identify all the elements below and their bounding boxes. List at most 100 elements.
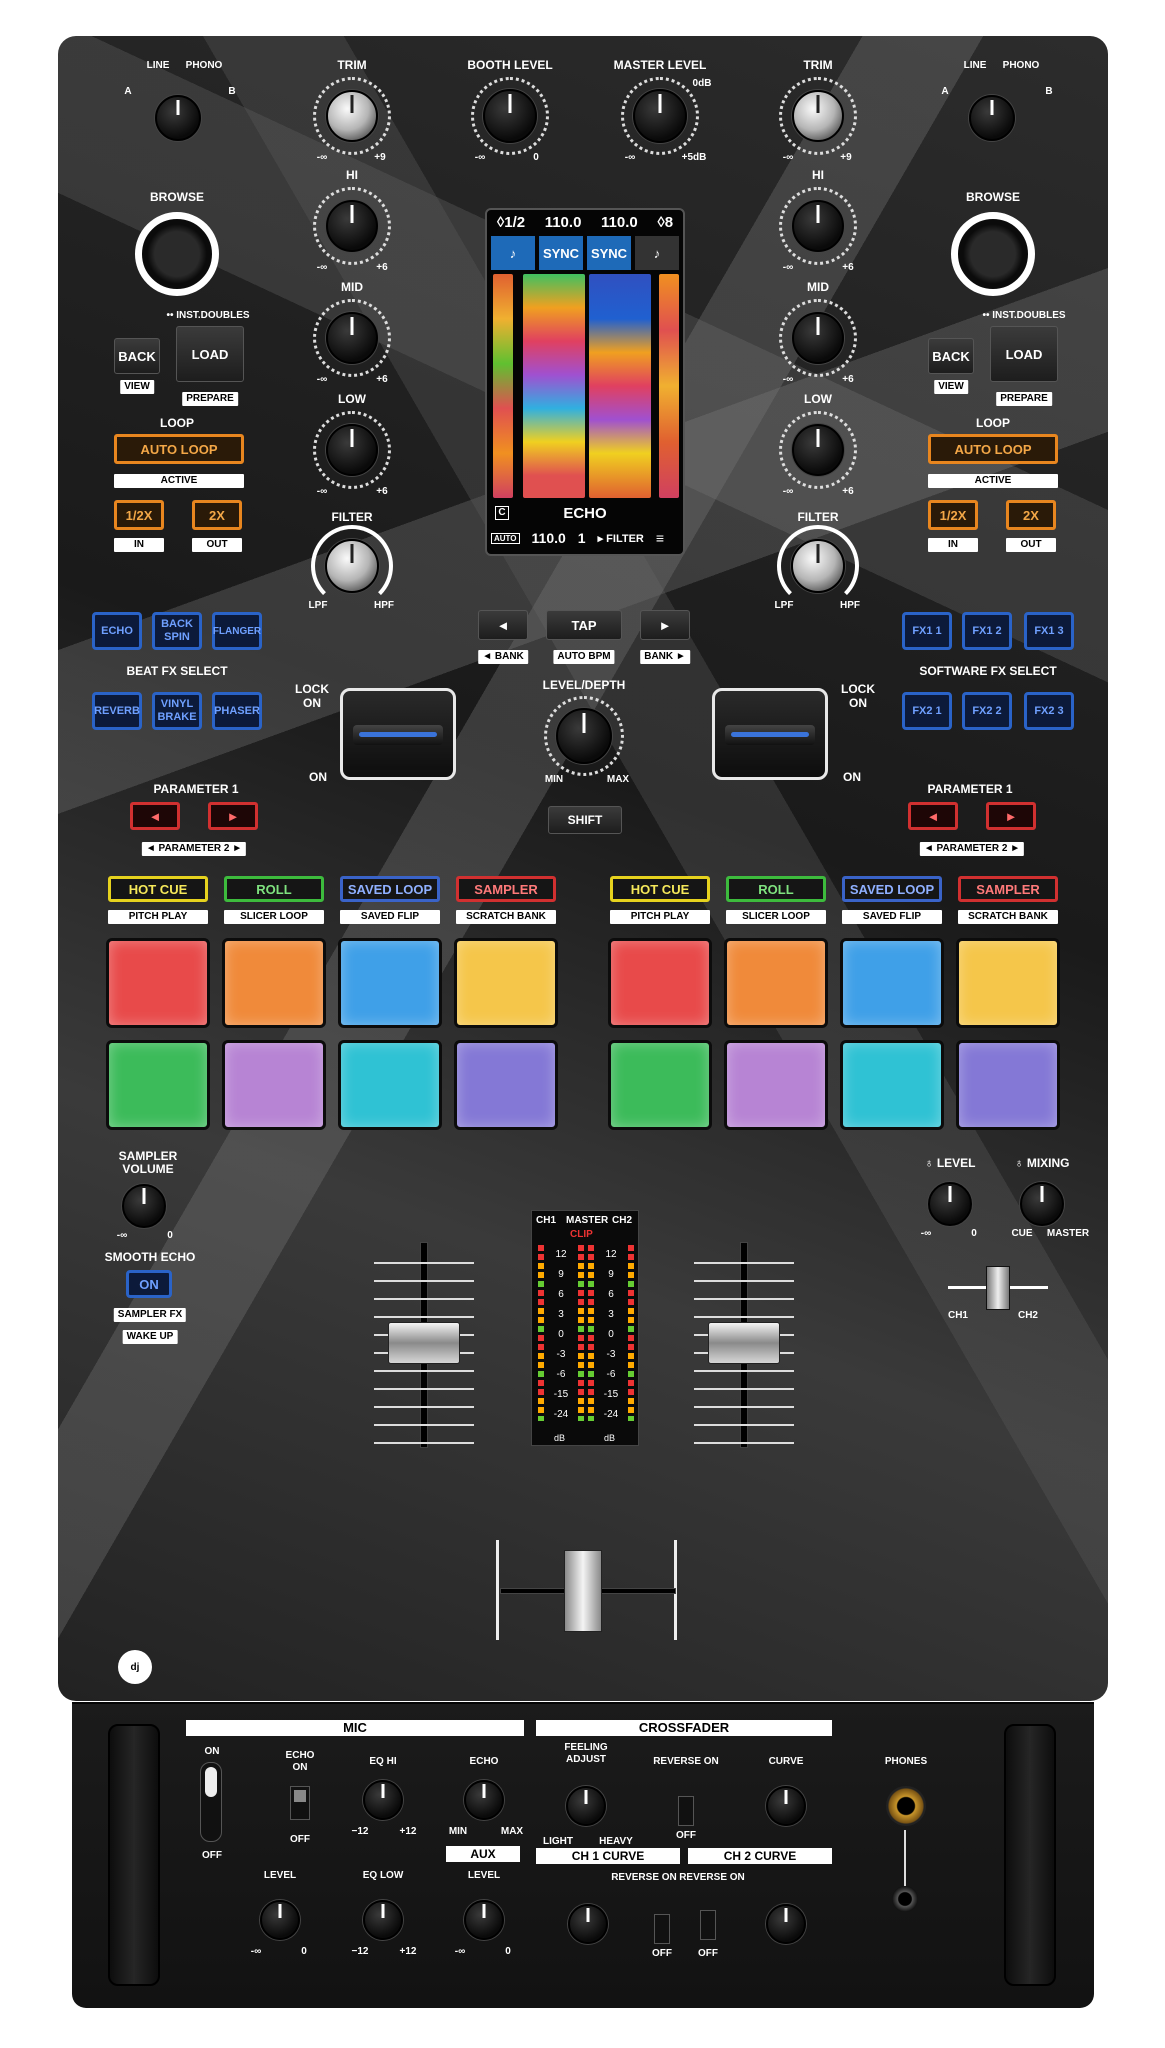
trim-knob-right[interactable] xyxy=(792,90,844,142)
pad-mode-roll-left[interactable]: ROLL xyxy=(224,876,324,902)
key-lock-icon-right[interactable]: ♪ xyxy=(635,236,679,270)
mic-eq-hi-knob[interactable] xyxy=(363,1780,403,1820)
mic-echo-knob[interactable] xyxy=(464,1780,504,1820)
load-button-left[interactable]: LOAD xyxy=(176,326,244,382)
software-fx2-1[interactable]: FX2 1 xyxy=(902,692,952,730)
fader-cap[interactable] xyxy=(388,1322,460,1364)
performance-pad-right-3[interactable] xyxy=(840,938,944,1028)
auto-loop-button-right[interactable]: AUTO LOOP xyxy=(928,434,1058,464)
double-loop-button-right[interactable]: 2X xyxy=(1006,500,1056,530)
pad-mode-hot-cue-right[interactable]: HOT CUE xyxy=(610,876,710,902)
pad-mode-sampler-left[interactable]: SAMPLER xyxy=(456,876,556,902)
performance-pad-left-3[interactable] xyxy=(338,938,442,1028)
performance-pad-right-2[interactable] xyxy=(724,938,828,1028)
performance-pad-left-1[interactable] xyxy=(106,938,210,1028)
booth-level-knob[interactable] xyxy=(483,89,537,143)
back-button-right[interactable]: BACK xyxy=(928,338,974,374)
key-lock-icon[interactable]: ♪ xyxy=(491,236,535,270)
double-loop-button-left[interactable]: 2X xyxy=(192,500,242,530)
performance-pad-right-6[interactable] xyxy=(724,1040,828,1130)
fader-cap[interactable] xyxy=(353,725,443,745)
parameter-right-button-l[interactable]: ► xyxy=(208,802,258,830)
headphone-level-knob[interactable] xyxy=(928,1182,972,1226)
software-fx2-3[interactable]: FX2 3 xyxy=(1024,692,1074,730)
fx-lock-fader-left[interactable] xyxy=(340,688,456,780)
performance-pad-right-8[interactable] xyxy=(956,1040,1060,1130)
back-button-left[interactable]: BACK xyxy=(114,338,160,374)
reverse-switch[interactable] xyxy=(678,1796,694,1826)
ch1-curve-knob[interactable] xyxy=(568,1904,608,1944)
echo-switch[interactable] xyxy=(290,1786,310,1820)
channel-select-slider[interactable] xyxy=(986,1266,1010,1310)
parameter-left-button-r[interactable]: ◄ xyxy=(908,802,958,830)
input-selector-right-knob[interactable] xyxy=(969,95,1015,141)
fader-cap[interactable] xyxy=(708,1322,780,1364)
bank-left-button[interactable]: ◄ xyxy=(478,610,528,640)
master-level-knob[interactable] xyxy=(633,89,687,143)
performance-pad-left-6[interactable] xyxy=(222,1040,326,1130)
browse-encoder-right[interactable] xyxy=(951,212,1035,296)
fx-lock-fader-right[interactable] xyxy=(712,688,828,780)
pad-mode-hot-cue-left[interactable]: HOT CUE xyxy=(108,876,208,902)
browse-encoder-left[interactable] xyxy=(135,212,219,296)
half-loop-button-left[interactable]: 1/2X xyxy=(114,500,164,530)
trim-knob-left[interactable] xyxy=(326,90,378,142)
low-knob-right[interactable] xyxy=(792,424,844,476)
ch2-reverse-switch[interactable] xyxy=(700,1910,716,1940)
touch-display[interactable]: ◊1/2 110.0 110.0 ◊8 ♪ SYNC SYNC ♪ C ECHO… xyxy=(485,208,685,556)
headphone-mixing-knob[interactable] xyxy=(1020,1182,1064,1226)
pad-mode-saved-loop-left[interactable]: SAVED LOOP xyxy=(340,876,440,902)
pad-mode-saved-loop-right[interactable]: SAVED LOOP xyxy=(842,876,942,902)
filter-knob-right[interactable] xyxy=(791,539,845,593)
auto-loop-button-left[interactable]: AUTO LOOP xyxy=(114,434,244,464)
crossfader-knob[interactable] xyxy=(564,1550,602,1632)
performance-pad-right-5[interactable] xyxy=(608,1040,712,1130)
filter-knob-left[interactable] xyxy=(325,539,379,593)
smooth-echo-on-button[interactable]: ON xyxy=(126,1270,172,1298)
input-selector-left-knob[interactable] xyxy=(155,95,201,141)
performance-pad-left-2[interactable] xyxy=(222,938,326,1028)
aux-level-knob[interactable] xyxy=(464,1900,504,1940)
performance-pad-left-4[interactable] xyxy=(454,938,558,1028)
pad-mode-sampler-right[interactable]: SAMPLER xyxy=(958,876,1058,902)
beat-fx-reverb[interactable]: REVERB xyxy=(92,692,142,730)
performance-pad-right-1[interactable] xyxy=(608,938,712,1028)
software-fx1-1[interactable]: FX1 1 xyxy=(902,612,952,650)
low-knob-left[interactable] xyxy=(326,424,378,476)
performance-pad-left-7[interactable] xyxy=(338,1040,442,1130)
phones-jack-large[interactable] xyxy=(886,1786,926,1826)
beat-fx-vinyl-brake[interactable]: VINYL BRAKE xyxy=(152,692,202,730)
mid-knob-right[interactable] xyxy=(792,312,844,364)
sync-button-left[interactable]: SYNC xyxy=(539,236,583,270)
crossfader-curve-knob[interactable] xyxy=(766,1786,806,1826)
performance-pad-right-4[interactable] xyxy=(956,938,1060,1028)
level-depth-knob[interactable] xyxy=(556,708,612,764)
feeling-adjust-knob[interactable] xyxy=(566,1786,606,1826)
hi-knob-left[interactable] xyxy=(326,200,378,252)
ch2-curve-knob[interactable] xyxy=(766,1904,806,1944)
performance-pad-left-8[interactable] xyxy=(454,1040,558,1130)
sync-button-right[interactable]: SYNC xyxy=(587,236,631,270)
performance-pad-right-7[interactable] xyxy=(840,1040,944,1130)
tap-button[interactable]: TAP xyxy=(546,610,622,640)
mid-knob-left[interactable] xyxy=(326,312,378,364)
menu-icon[interactable]: ≡ xyxy=(655,530,665,546)
hi-knob-right[interactable] xyxy=(792,200,844,252)
software-fx1-3[interactable]: FX1 3 xyxy=(1024,612,1074,650)
beat-fx-flanger[interactable]: FLANGER xyxy=(212,612,262,650)
mic-eq-low-knob[interactable] xyxy=(363,1900,403,1940)
parameter-left-button-l[interactable]: ◄ xyxy=(130,802,180,830)
mic-switch[interactable] xyxy=(200,1762,222,1842)
mic-level-knob[interactable] xyxy=(260,1900,300,1940)
phones-jack-small[interactable] xyxy=(892,1886,918,1912)
fader-cap[interactable] xyxy=(725,725,815,745)
beat-fx-echo[interactable]: ECHO xyxy=(92,612,142,650)
half-loop-button-right[interactable]: 1/2X xyxy=(928,500,978,530)
software-fx1-2[interactable]: FX1 2 xyxy=(962,612,1012,650)
parameter-right-button-r[interactable]: ► xyxy=(986,802,1036,830)
beat-fx-phaser[interactable]: PHASER xyxy=(212,692,262,730)
load-button-right[interactable]: LOAD xyxy=(990,326,1058,382)
shift-button[interactable]: SHIFT xyxy=(548,806,622,834)
sampler-volume-knob[interactable] xyxy=(122,1184,166,1228)
bank-right-button[interactable]: ► xyxy=(640,610,690,640)
